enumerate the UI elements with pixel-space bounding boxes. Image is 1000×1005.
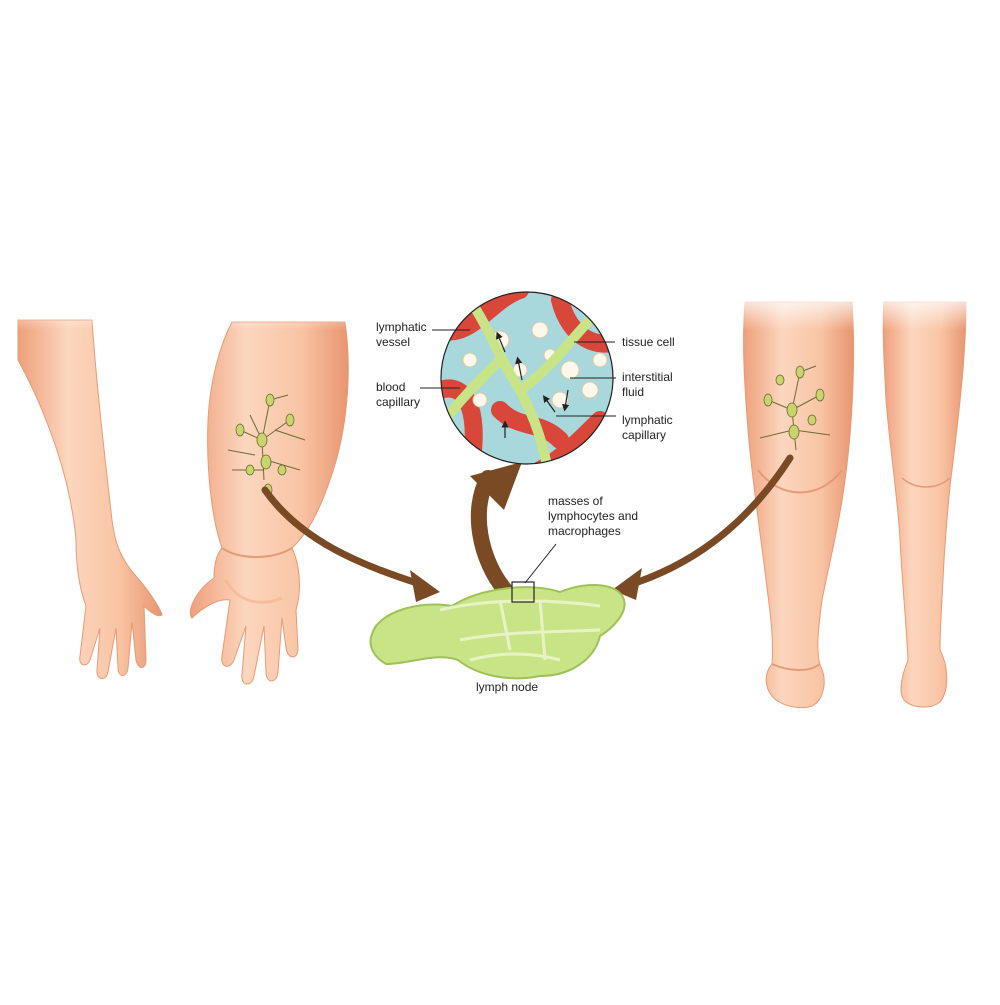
label-tissue-cell: tissue cell	[622, 335, 675, 349]
flow-arrows	[261, 454, 794, 598]
swollen-arm-illustration	[189, 321, 349, 685]
normal-arm-illustration	[17, 319, 163, 679]
lymph-node-illustration	[369, 581, 626, 680]
leg-to-node-arrow	[634, 454, 794, 586]
label-lymphocyte-masses: masses of lymphocytes and macrophages	[548, 494, 639, 538]
arm-to-node-arrow	[261, 486, 424, 588]
label-lymphatic-capillary: lymphatic capillary	[622, 413, 673, 442]
label-lymphatic-vessel: lymphatic vessel	[376, 320, 427, 349]
label-blood-capillary: blood capillary	[376, 380, 421, 409]
node-magnified-region	[511, 581, 535, 603]
label-lymph-node: lymph node	[476, 680, 539, 694]
node-to-circle-arrow	[470, 470, 513, 598]
normal-leg-illustration	[882, 301, 967, 708]
swollen-leg-illustration	[743, 301, 855, 709]
label-interstitial-fluid: interstitial fluid	[622, 370, 673, 399]
leader-lines	[420, 329, 616, 584]
